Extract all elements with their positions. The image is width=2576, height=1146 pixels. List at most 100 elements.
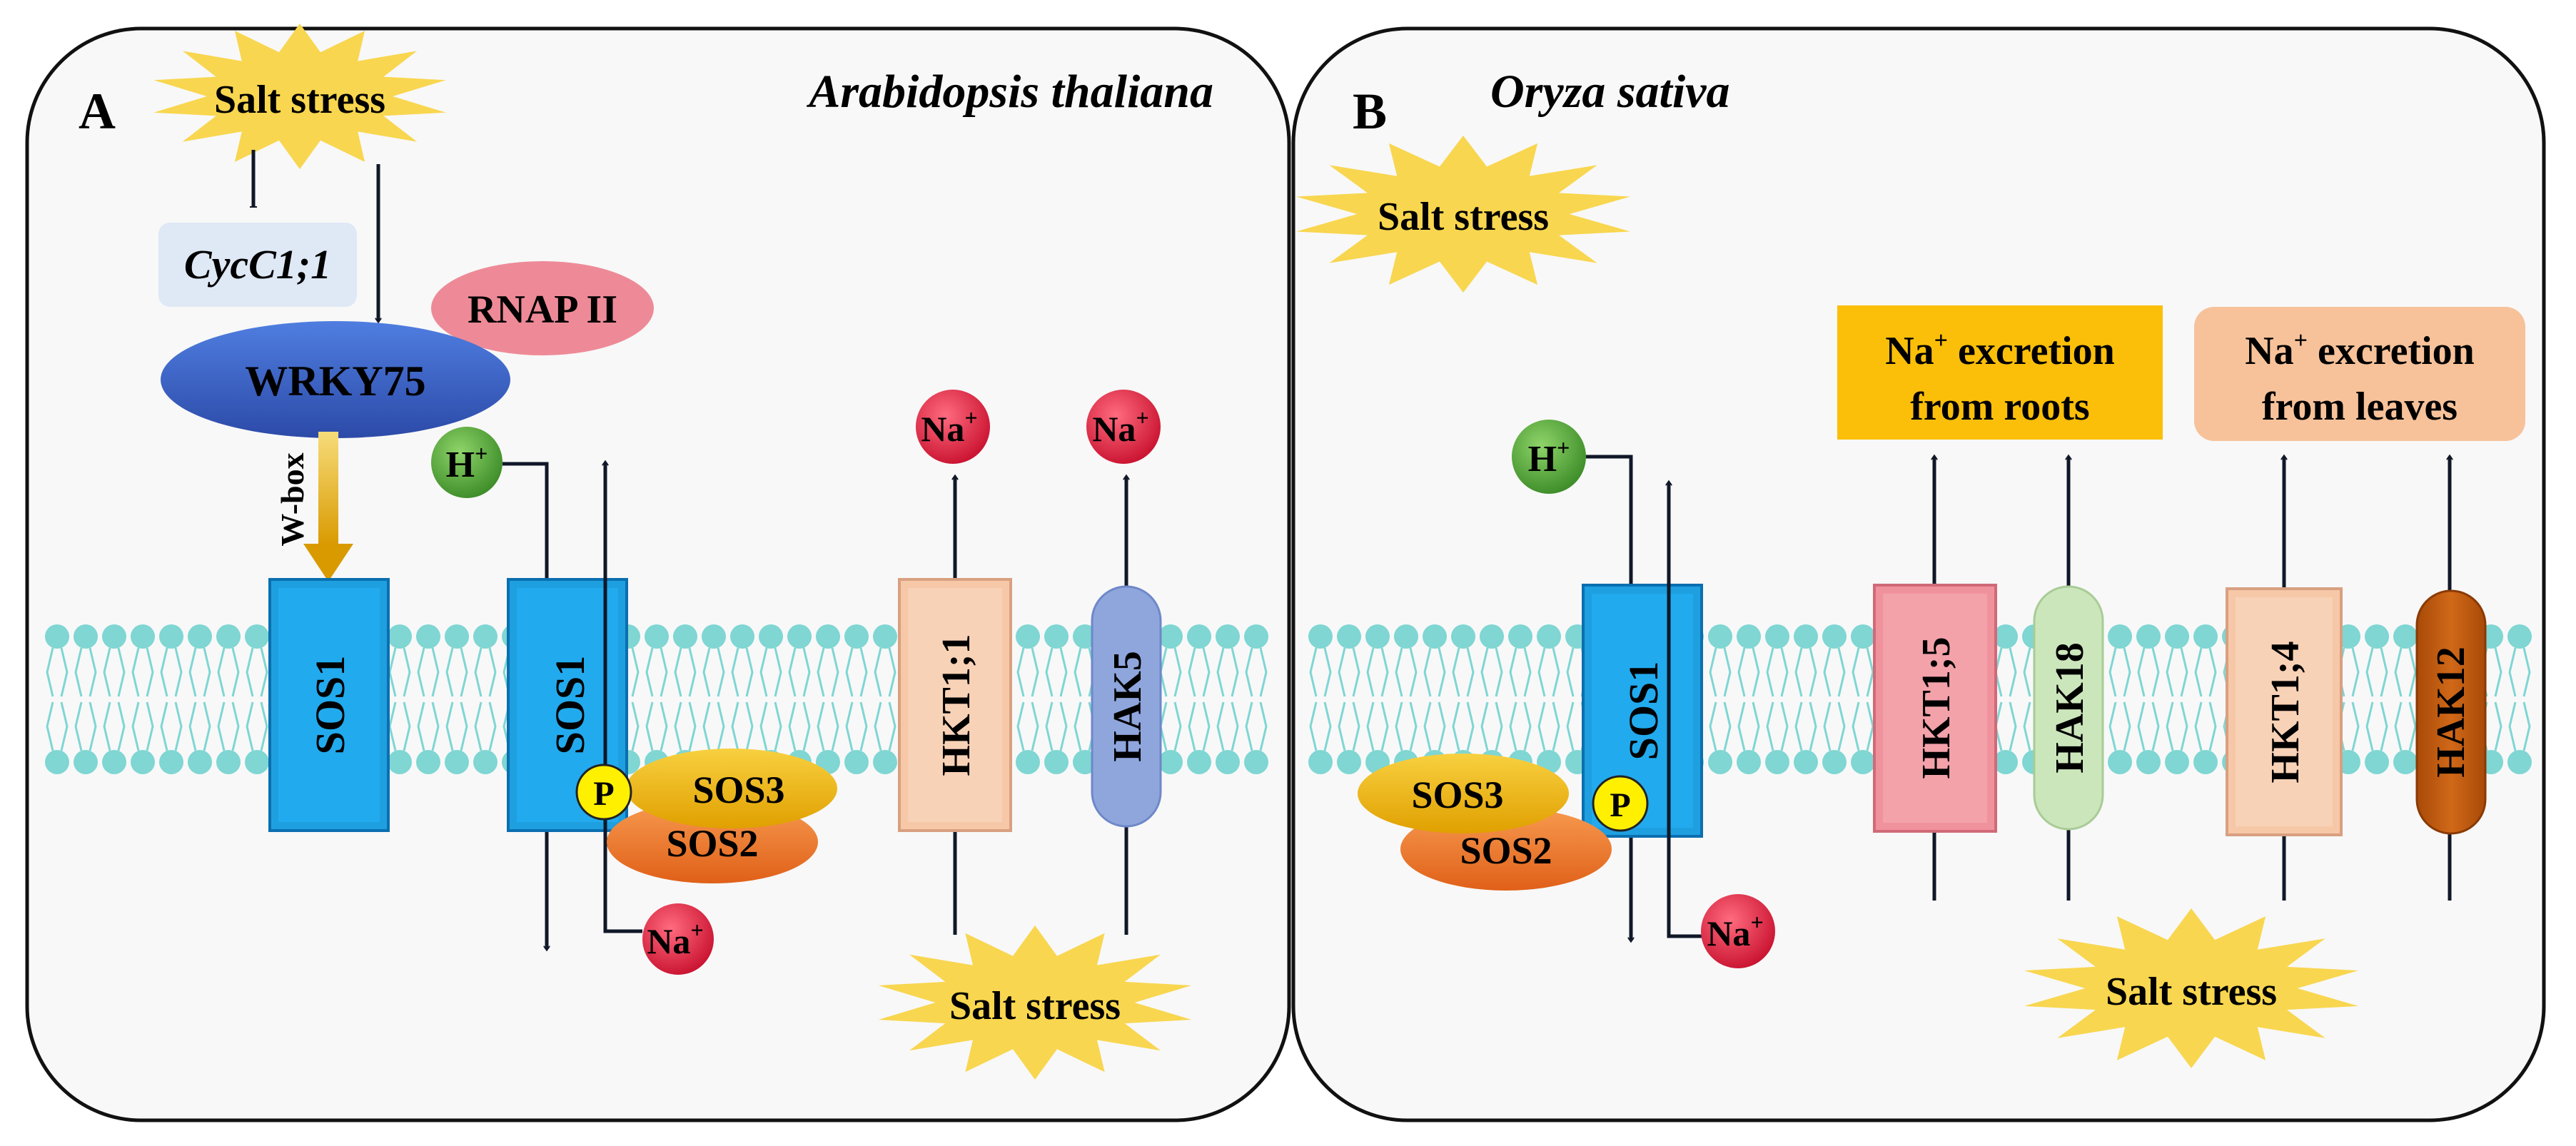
lipid-tail bbox=[2194, 647, 2217, 697]
sos1-b-label: SOS1 bbox=[1620, 661, 1667, 761]
lipid-head bbox=[1822, 624, 1847, 649]
p-label-a: P bbox=[593, 775, 614, 813]
lipid-head bbox=[388, 624, 412, 649]
lipid-head bbox=[1244, 624, 1268, 649]
na-efflux-line-b bbox=[1669, 482, 1702, 938]
lipid-head bbox=[2507, 750, 2532, 774]
lipid-head bbox=[1308, 624, 1333, 649]
hkt11-transporter: HKT1;1 bbox=[898, 578, 1012, 832]
lipid-tail bbox=[1045, 701, 1068, 751]
panel-b-letter: B bbox=[1353, 83, 1387, 140]
lipid-head bbox=[74, 624, 98, 649]
lipid-tail bbox=[103, 647, 126, 697]
sos2-label-a: SOS2 bbox=[666, 822, 758, 865]
lipid-tail bbox=[417, 647, 440, 697]
lipid-head bbox=[416, 624, 440, 649]
salt-stress-burst-b-top bbox=[1296, 136, 1630, 293]
lipid-tail bbox=[417, 701, 440, 751]
lipid-head bbox=[844, 624, 869, 649]
lipid-head bbox=[159, 624, 183, 649]
hak18-transporter bbox=[2033, 585, 2104, 831]
lipid-tail bbox=[1245, 701, 1268, 751]
lipid-tail bbox=[874, 647, 896, 697]
h-ion-a bbox=[431, 427, 502, 498]
lipid-head bbox=[2136, 624, 2161, 649]
lipid-tail bbox=[788, 701, 811, 751]
sos2-label-b: SOS2 bbox=[1460, 829, 1552, 872]
lipid-head bbox=[1016, 750, 1040, 774]
hak12-transporter bbox=[2415, 589, 2487, 835]
lipid-head bbox=[1851, 624, 1875, 649]
lipid-tail bbox=[1452, 647, 1475, 697]
wbox-label: W-box bbox=[274, 452, 310, 546]
lipid-tail bbox=[1766, 701, 1789, 751]
leaves-box bbox=[2194, 307, 2525, 441]
salt-stress-burst-bottom bbox=[878, 926, 1192, 1080]
lipid-head bbox=[188, 750, 212, 774]
hak5-label: HAK5 bbox=[1106, 651, 1150, 762]
lipid-head bbox=[74, 750, 98, 774]
lipid-head bbox=[1216, 624, 1240, 649]
hak12-label: HAK12 bbox=[2429, 646, 2473, 778]
lipid-head bbox=[1737, 624, 1761, 649]
lipid-tail bbox=[1766, 647, 1789, 697]
lipid-head bbox=[131, 750, 155, 774]
lipid-head bbox=[2365, 624, 2389, 649]
lipid-tail bbox=[46, 647, 69, 697]
cyc-box bbox=[158, 223, 357, 307]
lipid-tail bbox=[1823, 647, 1846, 697]
na-ion-b-out bbox=[1701, 894, 1775, 968]
lipid-head bbox=[1187, 624, 1211, 649]
p-circle-b bbox=[1592, 775, 1649, 832]
lipid-tail bbox=[46, 701, 69, 751]
lipid-tail bbox=[817, 647, 839, 697]
lipid-tail bbox=[845, 647, 868, 697]
lipid-tail bbox=[788, 647, 811, 697]
lipid-head bbox=[188, 624, 212, 649]
lipid-tail bbox=[1309, 647, 1332, 697]
lipid-tail bbox=[1338, 647, 1360, 697]
lipid-tail bbox=[1480, 647, 1503, 697]
lipid-tail bbox=[1823, 701, 1846, 751]
lipid-head bbox=[1337, 624, 1361, 649]
lipid-head bbox=[102, 750, 126, 774]
lipid-head bbox=[1308, 750, 1333, 774]
lipid-head bbox=[873, 624, 897, 649]
lipid-head bbox=[216, 750, 241, 774]
lipid-tail bbox=[2137, 647, 2160, 697]
lipid-head bbox=[1794, 750, 1818, 774]
salt-stress-bottom-label: Salt stress bbox=[949, 984, 1121, 1028]
lipid-tail bbox=[188, 647, 211, 697]
lipid-tail bbox=[845, 701, 868, 751]
salt-stress-burst-b-bottom bbox=[2024, 908, 2358, 1068]
lipid-tail bbox=[759, 701, 782, 751]
lipid-head bbox=[45, 624, 69, 649]
roots-line1: Na+ excretion bbox=[1885, 328, 2115, 373]
lipid-tail bbox=[2194, 701, 2217, 751]
lipid-head bbox=[245, 624, 269, 649]
lipid-tail bbox=[1709, 701, 1732, 751]
roots-box bbox=[1837, 305, 2163, 440]
lipid-tail bbox=[731, 701, 754, 751]
lipid-tail bbox=[1537, 647, 1560, 697]
lipid-head bbox=[1044, 750, 1069, 774]
panel-a: A Arabidopsis thaliana Salt stress CycC1… bbox=[79, 24, 1213, 1080]
lipid-tail bbox=[474, 647, 497, 697]
lipid-tail bbox=[103, 701, 126, 751]
lipid-head bbox=[1337, 750, 1361, 774]
hkt15-transporter: HKT1;5 bbox=[1873, 584, 1997, 833]
lipid-tail bbox=[759, 647, 782, 697]
cyc-label: CycC1;1 bbox=[184, 241, 331, 288]
lipid-tail bbox=[1188, 701, 1211, 751]
lipid-tail bbox=[131, 701, 154, 751]
sos3-label-a: SOS3 bbox=[692, 769, 784, 811]
lipid-tail bbox=[217, 701, 240, 751]
lipid-tail bbox=[674, 701, 697, 751]
hkt15-label: HKT1;5 bbox=[1914, 637, 1959, 779]
lipid-head bbox=[2393, 624, 2418, 649]
lipid-tail bbox=[2394, 701, 2417, 751]
lipid-head bbox=[159, 750, 183, 774]
lipid-tail bbox=[2508, 701, 2531, 751]
lipid-head bbox=[2136, 750, 2161, 774]
